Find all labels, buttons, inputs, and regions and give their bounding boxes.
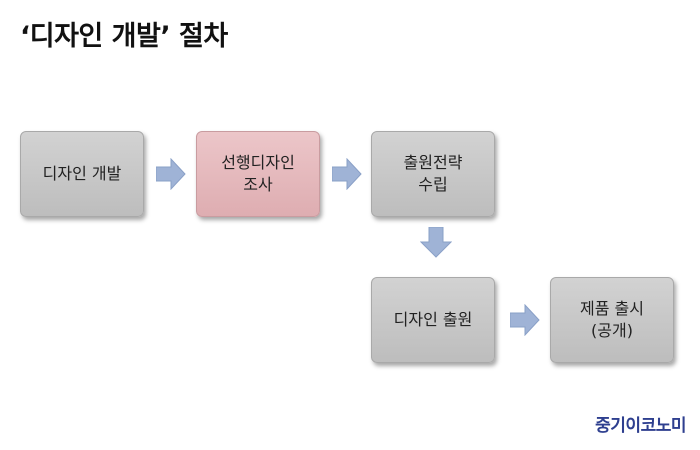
step-label-line-2: 조사: [243, 175, 273, 194]
step-design-development: 디자인 개발: [20, 131, 144, 217]
step-label: 디자인 출원: [393, 310, 473, 330]
right-arrow-icon: [156, 158, 186, 190]
step-label: 디자인 개발: [42, 164, 122, 184]
step-label-line-1: 선행디자인: [221, 153, 295, 173]
right-arrow-icon: [510, 304, 540, 336]
step-filing-strategy: 출원전략 수립: [371, 131, 495, 217]
right-arrow-icon: [332, 158, 362, 190]
down-arrow-icon: [420, 227, 452, 259]
step-label-line-2: (공개): [591, 321, 633, 340]
step-design-filing: 디자인 출원: [371, 277, 495, 363]
step-prior-design-search: 선행디자인 조사: [196, 131, 320, 217]
step-product-launch: 제품 출시 (공개): [550, 277, 674, 363]
step-label-line-1: 출원전략: [403, 153, 463, 173]
step-label-line-1: 제품 출시: [580, 299, 644, 319]
watermark: 중기이코노미: [595, 416, 686, 436]
step-label-line-2: 수립: [418, 175, 448, 194]
diagram-title: ‘디자인 개발’ 절차: [20, 21, 228, 52]
